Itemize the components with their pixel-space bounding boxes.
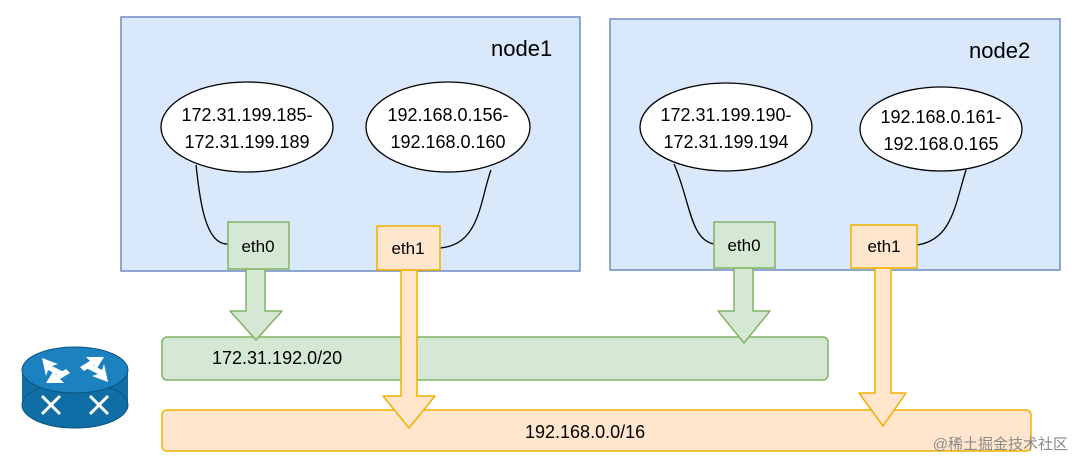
node1-eth0-label: eth0 [241,237,274,256]
watermark: @稀土掘金技术社区 [933,436,1068,453]
network-orange-label: 192.168.0.0/16 [525,422,645,442]
node2-eth1-label: eth1 [867,237,900,256]
node2-eth1-port [850,224,918,269]
node2-eth0-connector [673,163,715,245]
node1-eth0-port [227,221,290,270]
node1-eth1-label: eth1 [391,239,424,258]
node1-eth0-arrow [229,268,283,341]
node2-eth0-port [713,221,776,269]
node2-range-2-ellipse [859,86,1023,172]
node2-range-2-line1: 192.168.0.161- [880,107,1001,127]
node2-eth1-connector [916,169,967,246]
node1-title: node1 [491,36,552,61]
node1-eth1-port [376,225,441,271]
node2-range-1-line1: 172.31.199.190- [660,105,791,125]
node2-range-1-line2: 172.31.199.194 [663,132,788,152]
node1-range-2-line2: 192.168.0.160 [390,132,505,152]
node1-eth1-arrow [382,269,436,429]
node2-range-1-ellipse [639,82,813,172]
node2-eth0-label: eth0 [727,236,760,255]
network-green-label: 172.31.192.0/20 [212,348,342,368]
node2-eth0-arrow [717,267,771,344]
network-orange-bar [161,409,1032,452]
node1-eth1-connector [439,169,492,249]
router-icon [21,346,129,429]
node2-eth1-arrow [858,267,907,427]
node1-range-1-line2: 172.31.199.189 [184,132,309,152]
node2-range-2-line2: 192.168.0.165 [883,134,998,154]
node1-range-2-line1: 192.168.0.156- [387,105,508,125]
node1-eth0-connector [195,164,229,245]
node2-title: node2 [969,38,1030,63]
node1-range-1-line1: 172.31.199.185- [181,105,312,125]
node1-range-2-ellipse [365,81,531,173]
network-green-bar [161,336,829,381]
node1-range-1-ellipse [160,81,334,173]
